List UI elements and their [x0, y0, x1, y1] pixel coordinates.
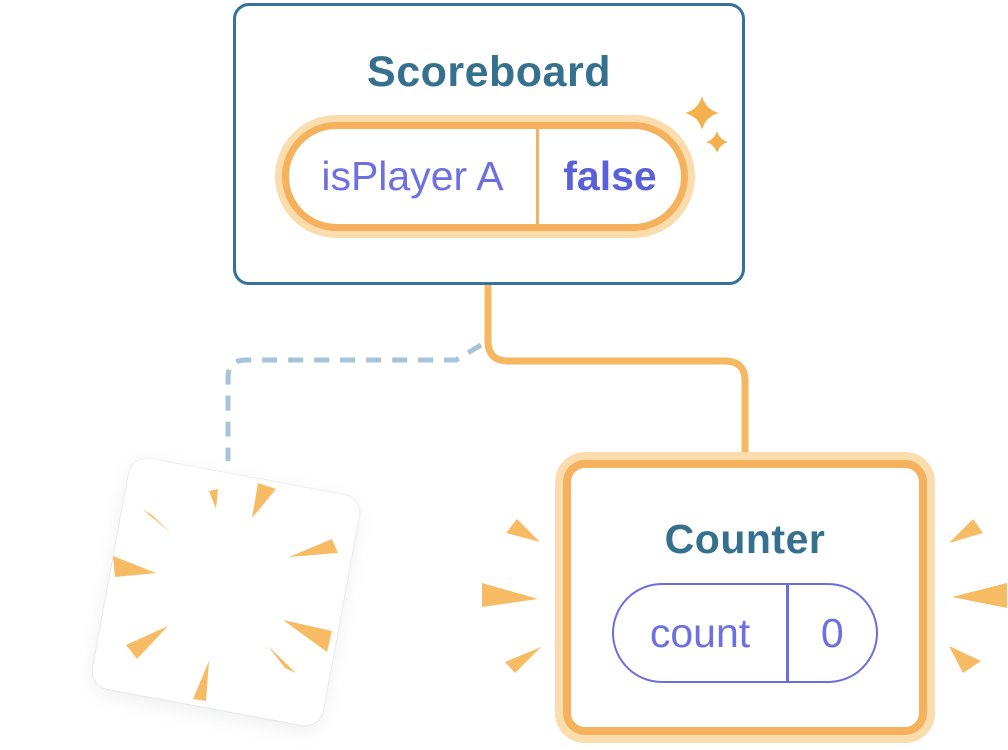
counter-state-value: 0: [820, 609, 844, 656]
scoreboard-title: Scoreboard: [367, 48, 611, 96]
removed-branch-connector-dashed-line: [225, 342, 483, 461]
counter-card: Counter count 0: [555, 452, 935, 743]
emphasis-rays-left-icon: [482, 519, 541, 673]
scoreboard-state-value: false: [563, 153, 657, 199]
scoreboard-card: Scoreboard isPlayer A false: [233, 3, 745, 285]
pill-divider: [786, 585, 789, 681]
destroyed-component-card: [89, 455, 363, 729]
counter-title: Counter: [664, 516, 826, 562]
pill-divider: [536, 129, 539, 224]
active-branch-connector-line: [484, 284, 749, 456]
counter-state-pill: count 0: [612, 583, 878, 683]
scoreboard-state-pill: isPlayer A false: [275, 115, 695, 238]
emphasis-rays-right-icon: [949, 519, 1007, 673]
scoreboard-state-key: isPlayer A: [321, 153, 504, 199]
counter-state-key: count: [649, 609, 751, 656]
